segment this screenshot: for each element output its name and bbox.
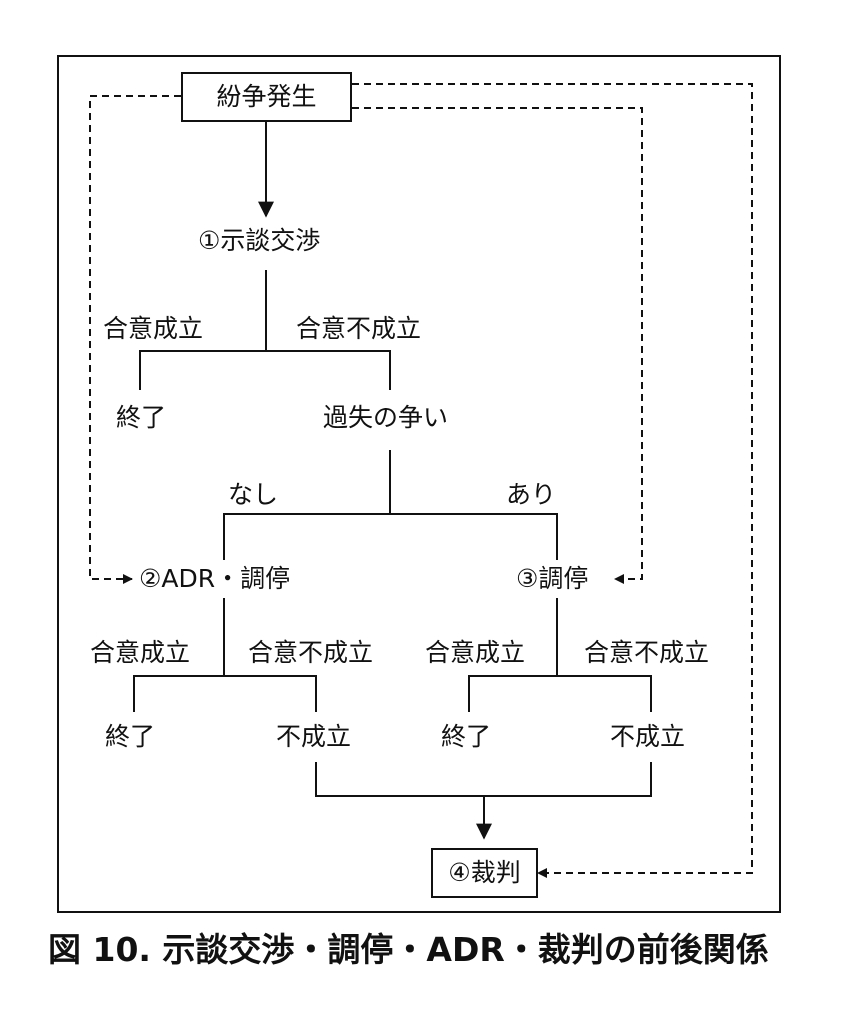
node-fail-2: 不成立 — [276, 722, 352, 751]
edge-label-exists: あり — [506, 480, 557, 509]
node-trial: ④裁判 — [431, 848, 538, 898]
dashed-to-adr — [89, 95, 181, 584]
edge-branch-fault — [223, 513, 558, 560]
edge-fail-join — [315, 762, 652, 797]
dashed-bypass-lines — [89, 83, 753, 878]
edge-label-disagree-1: 合意不成立 — [296, 314, 422, 343]
outer-frame — [57, 55, 781, 913]
edge-branch-1 — [139, 350, 391, 390]
solid-flow-lines — [133, 122, 652, 840]
dashed-to-mediation — [352, 107, 643, 584]
edge-label-disagree-3: 合意不成立 — [584, 638, 710, 667]
edge-label-agree-3: 合意成立 — [425, 638, 526, 667]
node-end-2: 終了 — [105, 722, 156, 751]
node-fail-3: 不成立 — [610, 722, 686, 751]
node-negotiation: ①示談交渉 — [198, 226, 321, 255]
figure-caption: 図 10. 示談交渉・調停・ADR・裁判の前後関係 — [48, 930, 769, 969]
edge-label-agree-1: 合意成立 — [103, 314, 204, 343]
edge-label-none: なし — [228, 480, 279, 509]
edge-branch-2 — [133, 675, 317, 712]
edge-branch-3 — [468, 675, 652, 712]
node-adr: ②ADR・調停 — [139, 564, 291, 593]
node-end-1: 終了 — [116, 403, 167, 432]
node-dispute: 紛争発生 — [181, 72, 352, 122]
node-mediation: ③調停 — [516, 564, 589, 593]
edge-label-disagree-2: 合意不成立 — [248, 638, 374, 667]
node-fault-dispute: 過失の争い — [323, 403, 449, 432]
dashed-to-trial — [352, 83, 753, 878]
edge-label-agree-2: 合意成立 — [90, 638, 191, 667]
node-end-3: 終了 — [441, 722, 492, 751]
